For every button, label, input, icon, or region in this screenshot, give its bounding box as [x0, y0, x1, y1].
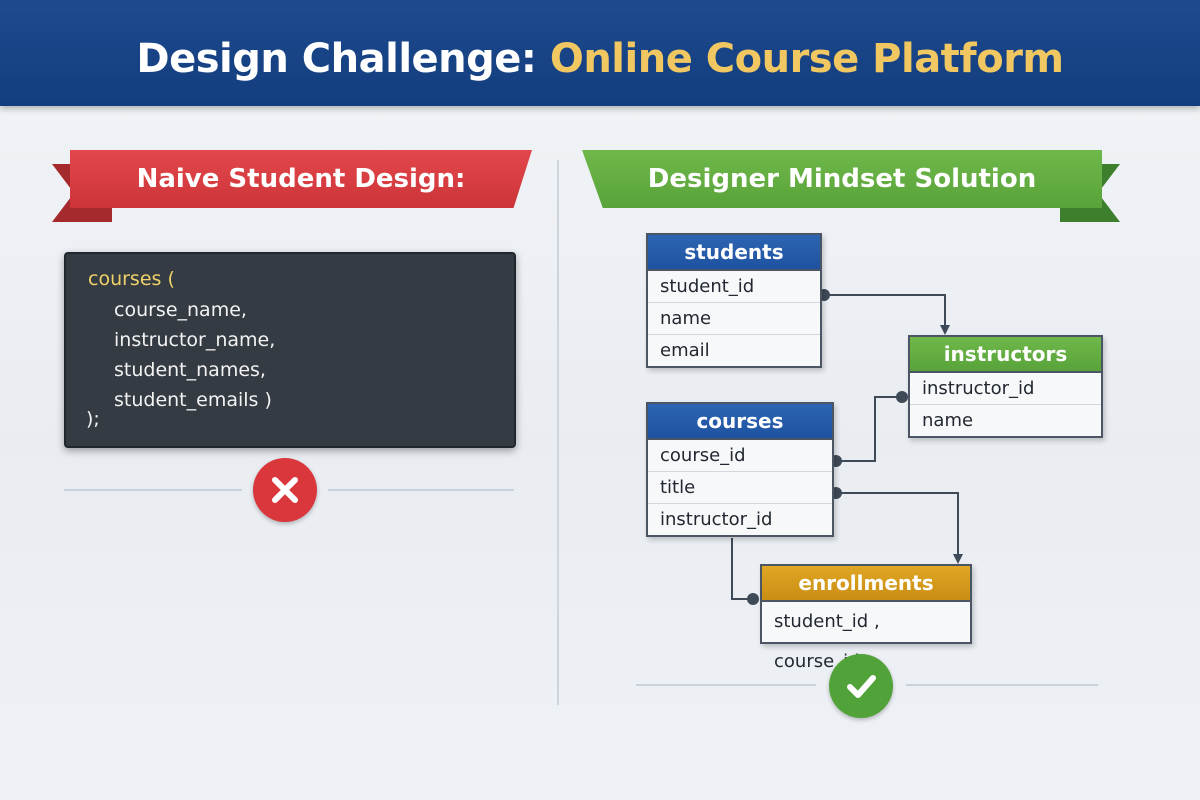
table-field: email	[660, 340, 710, 361]
table-field: instructor_id	[910, 373, 1101, 405]
link-dot	[747, 593, 759, 605]
x-icon	[253, 458, 317, 522]
separator-left-b	[328, 489, 514, 491]
table-field: instructor_id	[660, 509, 773, 530]
table-courses: courses course_id title instructor_id	[646, 402, 834, 537]
table-students: students student_id name email	[646, 233, 822, 368]
table-enrollments: enrollments student_id , course_id	[760, 564, 972, 672]
table-field: title	[648, 472, 832, 504]
page-title: Design Challenge: Online Course Platform	[0, 36, 1200, 82]
solution-label: Designer Mindset Solution	[582, 150, 1102, 208]
code-line-6: );	[86, 408, 100, 430]
solution-ribbon: Designer Mindset Solution	[582, 150, 1120, 208]
link-courses-enrollments	[836, 492, 963, 564]
page-title-accent: Online Course Platform	[549, 36, 1064, 82]
code-line-5: student_emails )	[114, 389, 272, 411]
link-courses-enrollments-fk	[731, 538, 752, 600]
link-courses-instructors	[836, 396, 902, 462]
naive-code-block: courses ( course_name, instructor_name, …	[64, 252, 516, 448]
table-field: course_id	[648, 440, 832, 472]
table-enrollments-title: enrollments	[762, 566, 970, 602]
table-courses-title: courses	[648, 404, 832, 440]
table-field: student_id , course_id	[774, 611, 880, 672]
link-dot	[896, 391, 908, 403]
header-banner: Design Challenge: Online Course Platform	[0, 0, 1200, 106]
table-field: student_id	[648, 271, 820, 303]
code-line-1: courses (	[88, 268, 175, 290]
naive-design-label: Naive Student Design:	[70, 150, 532, 208]
table-instructors: instructors instructor_id name	[908, 335, 1103, 438]
separator-right-a	[636, 684, 816, 686]
table-field: name	[648, 303, 820, 335]
code-line-3: instructor_name,	[114, 329, 276, 351]
page-title-main: Design Challenge:	[136, 36, 550, 82]
naive-design-ribbon: Naive Student Design:	[52, 150, 532, 222]
code-line-4: student_names,	[114, 359, 266, 381]
check-icon	[829, 654, 893, 718]
table-instructors-title: instructors	[910, 337, 1101, 373]
separator-right-b	[906, 684, 1098, 686]
table-field: name	[922, 410, 974, 431]
table-students-title: students	[648, 235, 820, 271]
link-students-instructors	[824, 294, 950, 335]
code-line-2: course_name,	[114, 299, 247, 321]
separator-left-a	[64, 489, 242, 491]
vertical-divider	[557, 160, 559, 705]
